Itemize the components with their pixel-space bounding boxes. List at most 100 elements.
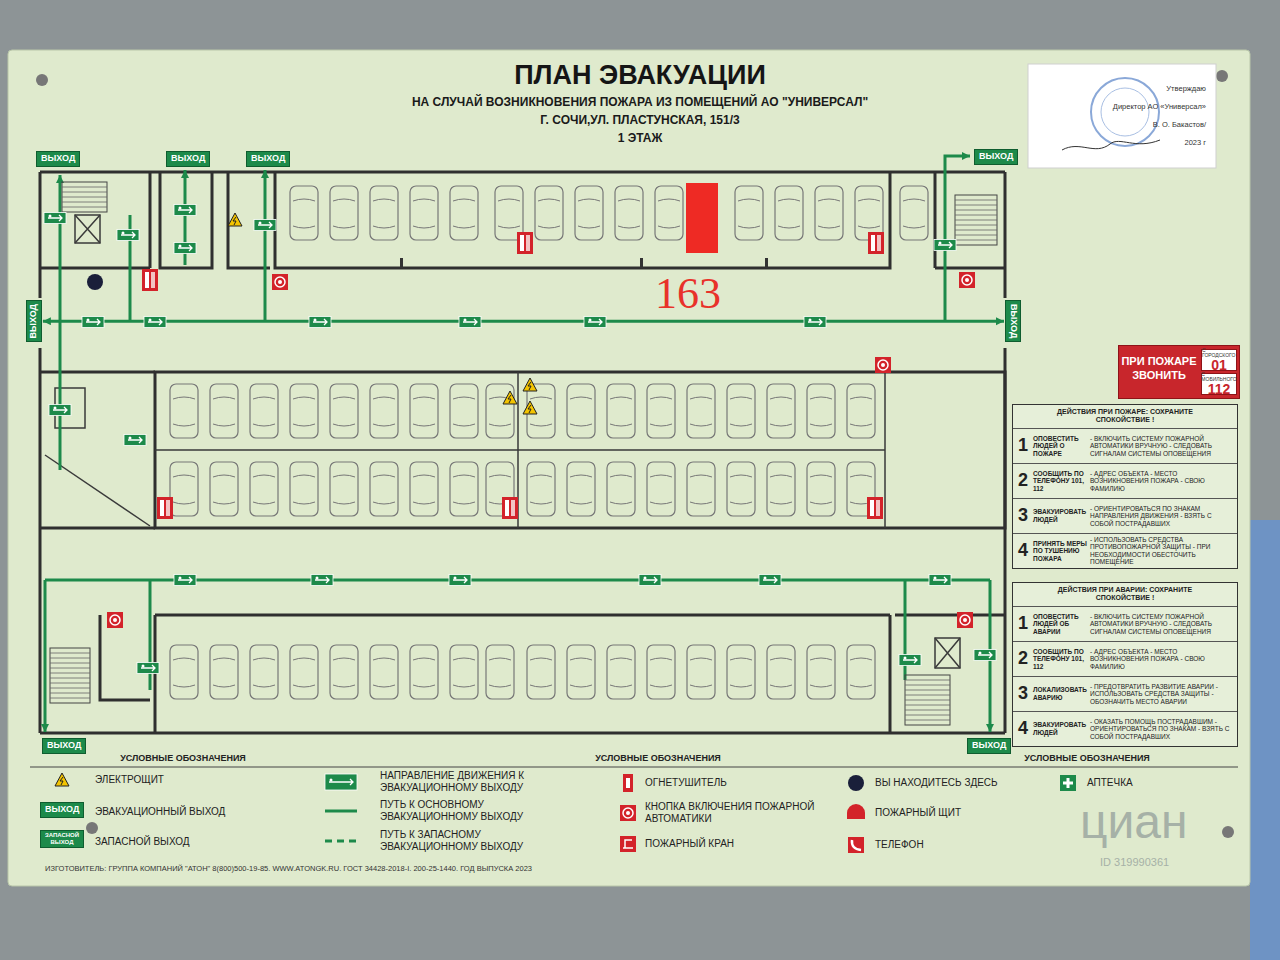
- car: [847, 462, 875, 516]
- car: [527, 645, 555, 699]
- node-text: 4: [1016, 718, 1030, 739]
- car: [530, 475, 552, 504]
- node-text: ВЫХОД: [979, 152, 1013, 162]
- fire-cabinet-icon: [145, 272, 149, 288]
- legend-text: КНОПКА ВКЛЮЧЕНИЯ ПОЖАРНОЙ АВТОМАТИКИ: [645, 801, 830, 825]
- evacuation-path: [945, 156, 970, 322]
- direction-sign: [54, 407, 57, 410]
- plan-title: ПЛАН ЭВАКУАЦИИ: [514, 62, 766, 89]
- stairs: [62, 182, 107, 212]
- alarm-button-icon: [881, 363, 885, 367]
- stairs: [50, 693, 90, 694]
- evacuation-paths: [45, 156, 990, 732]
- car: [173, 397, 195, 426]
- stairs: [955, 210, 997, 211]
- car: [370, 186, 398, 240]
- stairs: [905, 695, 950, 696]
- car: [333, 475, 355, 504]
- car: [413, 475, 435, 504]
- direction-sign: [978, 652, 992, 658]
- alarm-button-icon: [957, 612, 973, 628]
- direction-sign: [313, 319, 327, 325]
- car: [730, 658, 752, 687]
- direction-sign: [314, 319, 317, 322]
- node-text: ВЫХОД: [171, 154, 205, 164]
- direction-sign: [117, 230, 139, 241]
- stairs: [955, 195, 997, 245]
- node-text: - ОРИЕНТИРОВАТЬСЯ ПО ЗНАКАМ НАПРАВЛЕНИЯ …: [1090, 505, 1234, 527]
- car: [290, 462, 318, 516]
- legend-swatch: [623, 774, 633, 792]
- approval-stamp-sheet: [1028, 64, 1216, 168]
- node-text: ВЫХОД: [29, 304, 39, 338]
- instruction-row: 3ЛОКАЛИЗОВАТЬ АВАРИЮ- ПРЕДОТВРАТИТЬ РАЗВ…: [1013, 676, 1237, 711]
- electrical-panel-icon: [228, 213, 242, 226]
- wall: [40, 732, 1005, 735]
- stairs: [905, 680, 950, 681]
- direction-sign: [934, 240, 956, 251]
- car: [213, 397, 235, 426]
- stairs: [905, 700, 950, 701]
- node-text: Директор АО «Универсал»: [1113, 102, 1206, 111]
- fire-board-icon: [847, 804, 865, 819]
- car: [647, 462, 675, 516]
- direction-sign: [258, 222, 272, 228]
- phone-icon: [852, 840, 861, 850]
- screw: [1216, 70, 1228, 82]
- node-text: - ИСПОЛЬЗОВАТЬ СРЕДСТВА ПРОТИВОПОЖАРНОЙ …: [1090, 536, 1234, 566]
- evacuation-path: [59, 322, 62, 470]
- direction-sign: [449, 575, 471, 586]
- legend-text: ПОЖАРНЫЙ КРАН: [645, 838, 734, 850]
- direction-sign: [325, 774, 357, 790]
- car: [810, 475, 832, 504]
- subtitle: НА СЛУЧАЙ ВОЗНИКНОВЕНИЯ ПОЖАРА ИЗ ПОМЕЩЕ…: [412, 95, 868, 109]
- legend-swatch: [620, 836, 636, 852]
- direction-sign: [179, 245, 182, 248]
- alarm-button-icon: [963, 618, 967, 622]
- car: [293, 199, 315, 228]
- car: [530, 658, 552, 687]
- node-text: ВЫХОД: [47, 741, 81, 751]
- car: [213, 658, 235, 687]
- node-text: - ПРЕДОТВРАТИТЬ РАЗВИТИЕ АВАРИИ - ИСПОЛЬ…: [1090, 683, 1234, 705]
- car: [370, 384, 398, 438]
- car: [770, 658, 792, 687]
- car: [858, 199, 880, 228]
- watermark: ID 319990361: [1100, 856, 1169, 869]
- direction-sign: [904, 657, 907, 660]
- car: [727, 462, 755, 516]
- wall: [40, 372, 155, 528]
- direction-sign: [464, 319, 467, 322]
- fire-cabinet-icon: [868, 232, 884, 254]
- direction-sign: [589, 319, 592, 322]
- legend-rule: [30, 767, 1238, 768]
- car: [170, 645, 198, 699]
- alarm-button-icon: [965, 278, 969, 282]
- node-text: 4: [1016, 540, 1030, 561]
- legend-swatch: [1060, 775, 1076, 791]
- direction-sign: [584, 317, 606, 328]
- path-sample: [325, 810, 357, 813]
- node-text: ДЕЙСТВИЯ ПРИ ПОЖАРЕ: СОХРАНИТЕ СПОКОЙСТВ…: [1013, 405, 1237, 428]
- wall-strip: [1250, 520, 1280, 960]
- car: [453, 658, 475, 687]
- direction-sign: [178, 207, 192, 213]
- car: [658, 199, 680, 228]
- stairs: [955, 215, 997, 216]
- car: [170, 384, 198, 438]
- node-text: 3: [1016, 505, 1030, 526]
- alarm-button-icon: [620, 805, 636, 821]
- car: [570, 475, 592, 504]
- car: [570, 658, 592, 687]
- direction-sign: [329, 779, 353, 785]
- legend-text: ЭВАКУАЦИОННЫЙ ВЫХОД: [95, 806, 225, 818]
- node-text: СООБЩИТЬ ПО ТЕЛЕФОНУ 101, 112: [1033, 648, 1087, 670]
- car: [607, 384, 635, 438]
- car: [730, 397, 752, 426]
- electrical-panel-icon: [503, 391, 517, 404]
- electrical-panel-icon: [528, 405, 531, 413]
- node-text: - ВКЛЮЧИТЬ СИСТЕМУ ПОЖАРНОЙ АВТОМАТИКИ В…: [1090, 613, 1234, 635]
- stairs: [955, 205, 997, 206]
- column: [765, 258, 768, 268]
- car: [727, 645, 755, 699]
